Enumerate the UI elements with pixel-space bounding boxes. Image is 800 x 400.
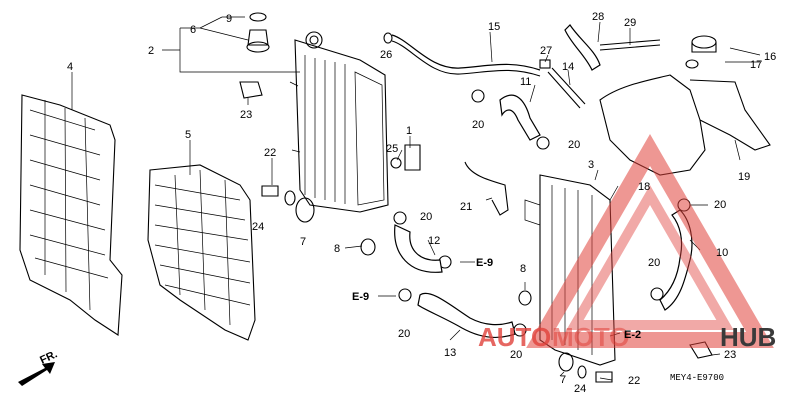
callout-20-c: 20	[420, 211, 432, 223]
radiator-cap-9	[246, 12, 270, 53]
callout-7-left: 7	[300, 236, 306, 248]
clamp-20-c	[393, 211, 407, 225]
radiator-grill-5	[147, 164, 256, 341]
callout-9: 9	[226, 13, 232, 25]
fitting-27	[539, 59, 551, 69]
clamp-20-b	[536, 136, 550, 150]
callout-20-a: 20	[472, 119, 484, 131]
bolt-22-left	[261, 185, 279, 197]
callout-14: 14	[562, 61, 574, 73]
bolt-22-right	[595, 371, 613, 383]
callout-24-right: 24	[574, 383, 586, 395]
clamp-20-e	[398, 288, 412, 302]
callout-20-f: 20	[510, 349, 522, 361]
callout-10: 10	[716, 247, 728, 259]
callout-22-right: 22	[628, 375, 640, 387]
clamp-20-a	[471, 89, 485, 103]
fitting-1	[404, 144, 421, 171]
callout-20-e: 20	[398, 328, 410, 340]
grommet-8-right	[518, 290, 532, 306]
callout-16: 16	[764, 51, 776, 63]
callout-20-b: 20	[568, 139, 580, 151]
callout-25: 25	[386, 143, 398, 155]
left-radiator-2	[289, 31, 389, 213]
callout-13: 13	[444, 347, 456, 359]
hose-28	[564, 24, 601, 71]
bracket-23-left	[239, 81, 263, 99]
callout-12: 12	[428, 235, 440, 247]
reservoir-tank-19	[599, 74, 771, 176]
grommet-8-left	[360, 238, 376, 256]
callout-27: 27	[540, 45, 552, 57]
callout-23-right: 23	[724, 349, 736, 361]
callout-19: 19	[738, 171, 750, 183]
ref-e9-right: E-9	[476, 257, 493, 269]
front-arrow-icon	[18, 362, 55, 386]
callout-5: 5	[185, 129, 191, 141]
hose-15	[391, 34, 541, 77]
callout-29: 29	[624, 17, 636, 29]
washer-25	[390, 157, 402, 169]
callout-21: 21	[460, 201, 472, 213]
ref-e2: E-2	[624, 329, 641, 341]
bracket-21	[464, 161, 509, 216]
reservoir-cap-16	[685, 35, 717, 69]
callout-3: 3	[588, 159, 594, 171]
callout-11: 11	[520, 76, 531, 88]
callout-24-left: 24	[252, 221, 264, 233]
collar-24-right	[577, 365, 587, 379]
callout-8-left: 8	[334, 243, 340, 255]
callout-4: 4	[67, 61, 73, 73]
bolt-26	[383, 32, 393, 44]
callout-18: 18	[638, 181, 650, 193]
collar-24-left	[284, 190, 296, 206]
grommet-7-right	[558, 352, 574, 372]
callout-20-h: 20	[648, 257, 660, 269]
watermark-text-auto: AUTO	[478, 322, 551, 352]
callout-7-right: 7	[560, 374, 566, 386]
hose-11	[499, 94, 541, 141]
ref-e9-left: E-9	[352, 291, 369, 303]
pipe-14	[547, 67, 586, 109]
hose-12	[394, 224, 443, 273]
callout-23-left: 23	[240, 109, 252, 121]
callout-22-left: 22	[264, 147, 276, 159]
hose-10	[659, 209, 693, 311]
callout-26: 26	[380, 49, 392, 61]
front-label: FR.	[38, 348, 59, 366]
callout-1: 1	[406, 125, 412, 137]
callout-20-g: 20	[714, 199, 726, 211]
diagram-code: MEY4-E9700	[670, 373, 724, 383]
watermark-text-moto: MOTO	[552, 322, 630, 352]
leader-lines	[71, 16, 761, 381]
callout-numbers: 9 6 2 4 5 23 26 15 27 11 14 28 29 16 17 …	[67, 11, 776, 395]
radiator-shroud-4	[19, 94, 123, 336]
grommet-7-left	[295, 197, 315, 223]
callout-6: 6	[190, 24, 196, 36]
callout-17: 17	[750, 59, 762, 71]
watermark-logo: AUTO MOTO HUB	[478, 134, 776, 352]
callout-2: 2	[148, 45, 154, 57]
watermark-text-hub: HUB	[720, 322, 776, 352]
callout-15: 15	[488, 21, 500, 33]
callout-8-right: 8	[520, 263, 526, 275]
callout-28: 28	[592, 11, 604, 23]
reference-labels: E-9 E-9 E-2 FR. MEY4-E9700	[38, 257, 724, 383]
hose-13	[417, 292, 516, 338]
clamp-20-h	[650, 287, 664, 301]
